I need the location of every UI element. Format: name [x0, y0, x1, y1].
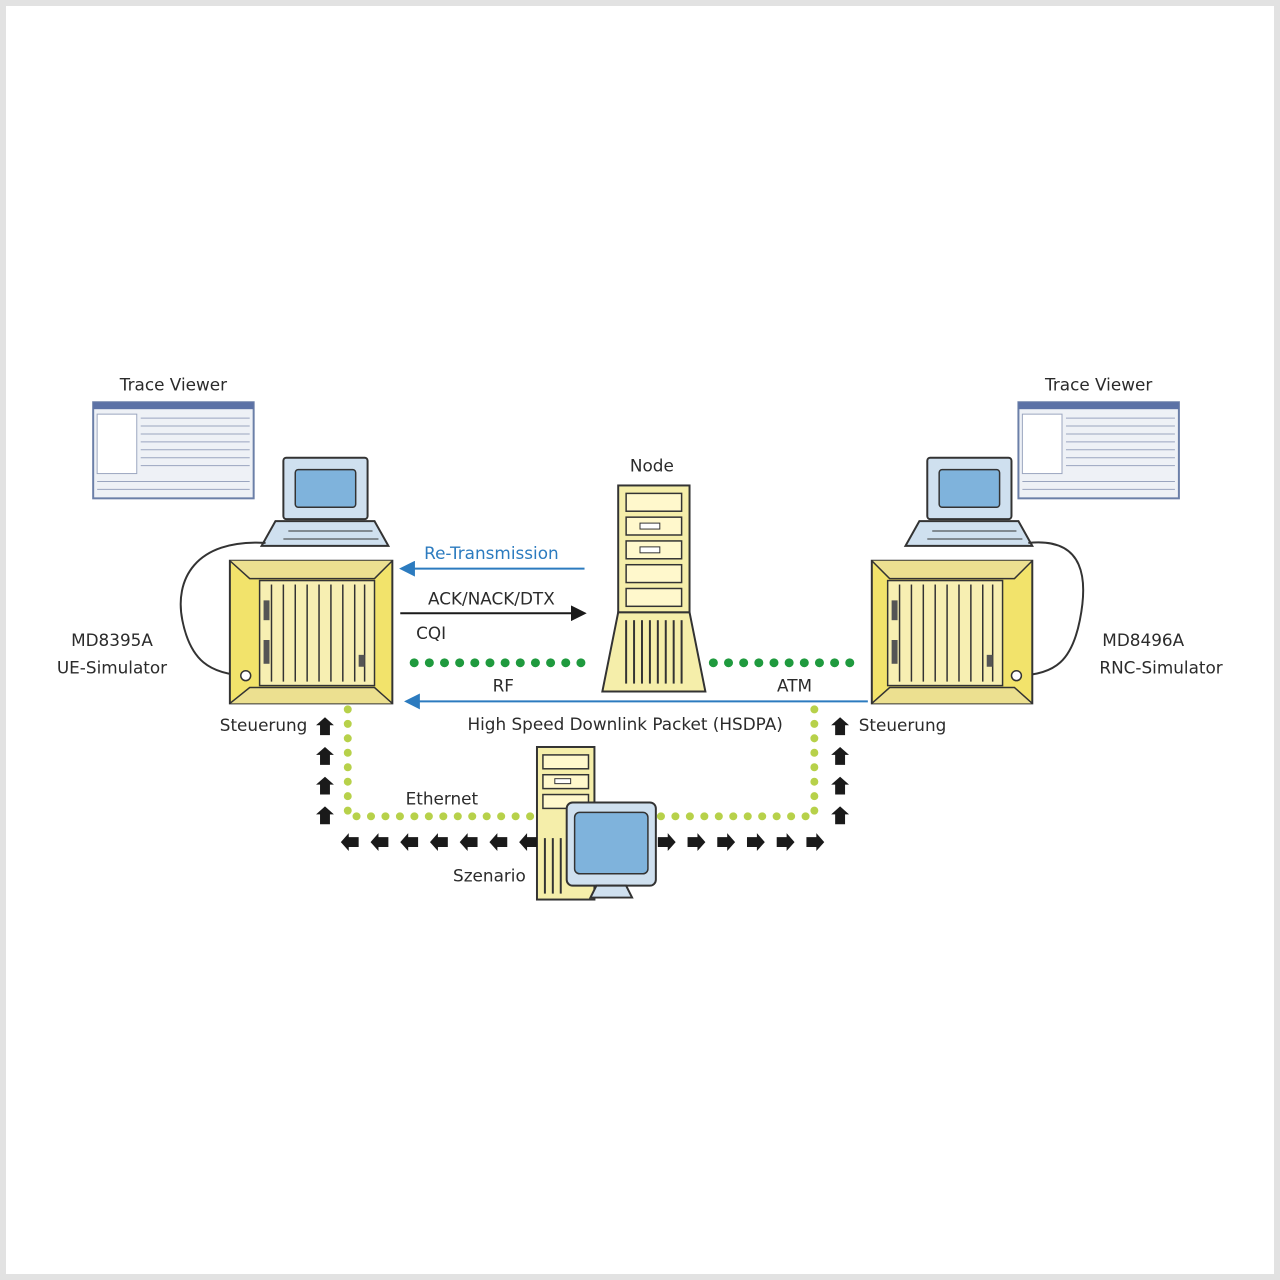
steuerung-label-right: Steuerung: [859, 715, 947, 735]
trace-viewer-window-left: [92, 401, 255, 500]
ue-model-label: MD8395A: [71, 630, 153, 650]
node-label: Node: [630, 456, 674, 476]
cqi-label: CQI: [416, 623, 446, 643]
steuerung-arrows-right: [657, 717, 850, 852]
ethernet-label: Ethernet: [406, 788, 479, 808]
laptop-icon-left: [259, 456, 391, 547]
ue-name-label: UE-Simulator: [57, 658, 167, 678]
rnc-model-label: MD8496A: [1102, 630, 1184, 650]
atm-label: ATM: [777, 676, 812, 696]
re-transmission-label: Re-Transmission: [424, 543, 559, 563]
szenario-monitor-icon: [565, 801, 657, 899]
node-server-tower: [601, 484, 707, 693]
rnc-name-label: RNC-Simulator: [1099, 658, 1222, 678]
laptop-icon-right: [903, 456, 1034, 547]
trace-viewer-window-right: [1017, 401, 1180, 500]
cable-left: [179, 541, 266, 677]
ethernet-link-left: [343, 705, 537, 821]
hsdpa-label: High Speed Downlink Packet (HSDPA): [467, 714, 782, 734]
trace-viewer-label-left: Trace Viewer: [119, 374, 227, 394]
ue-simulator-chassis: [228, 559, 394, 705]
szenario-label: Szenario: [453, 866, 526, 886]
rf-label: RF: [493, 676, 514, 696]
rnc-simulator-chassis: [870, 559, 1034, 705]
cable-right: [1018, 541, 1085, 677]
steuerung-label-left: Steuerung: [220, 715, 308, 735]
network-diagram: Trace Viewer Trace Viewer Node Re-Transm…: [57, 374, 1223, 901]
ack-nack-dtx-label: ACK/NACK/DTX: [428, 588, 555, 608]
trace-viewer-label-right: Trace Viewer: [1044, 374, 1152, 394]
